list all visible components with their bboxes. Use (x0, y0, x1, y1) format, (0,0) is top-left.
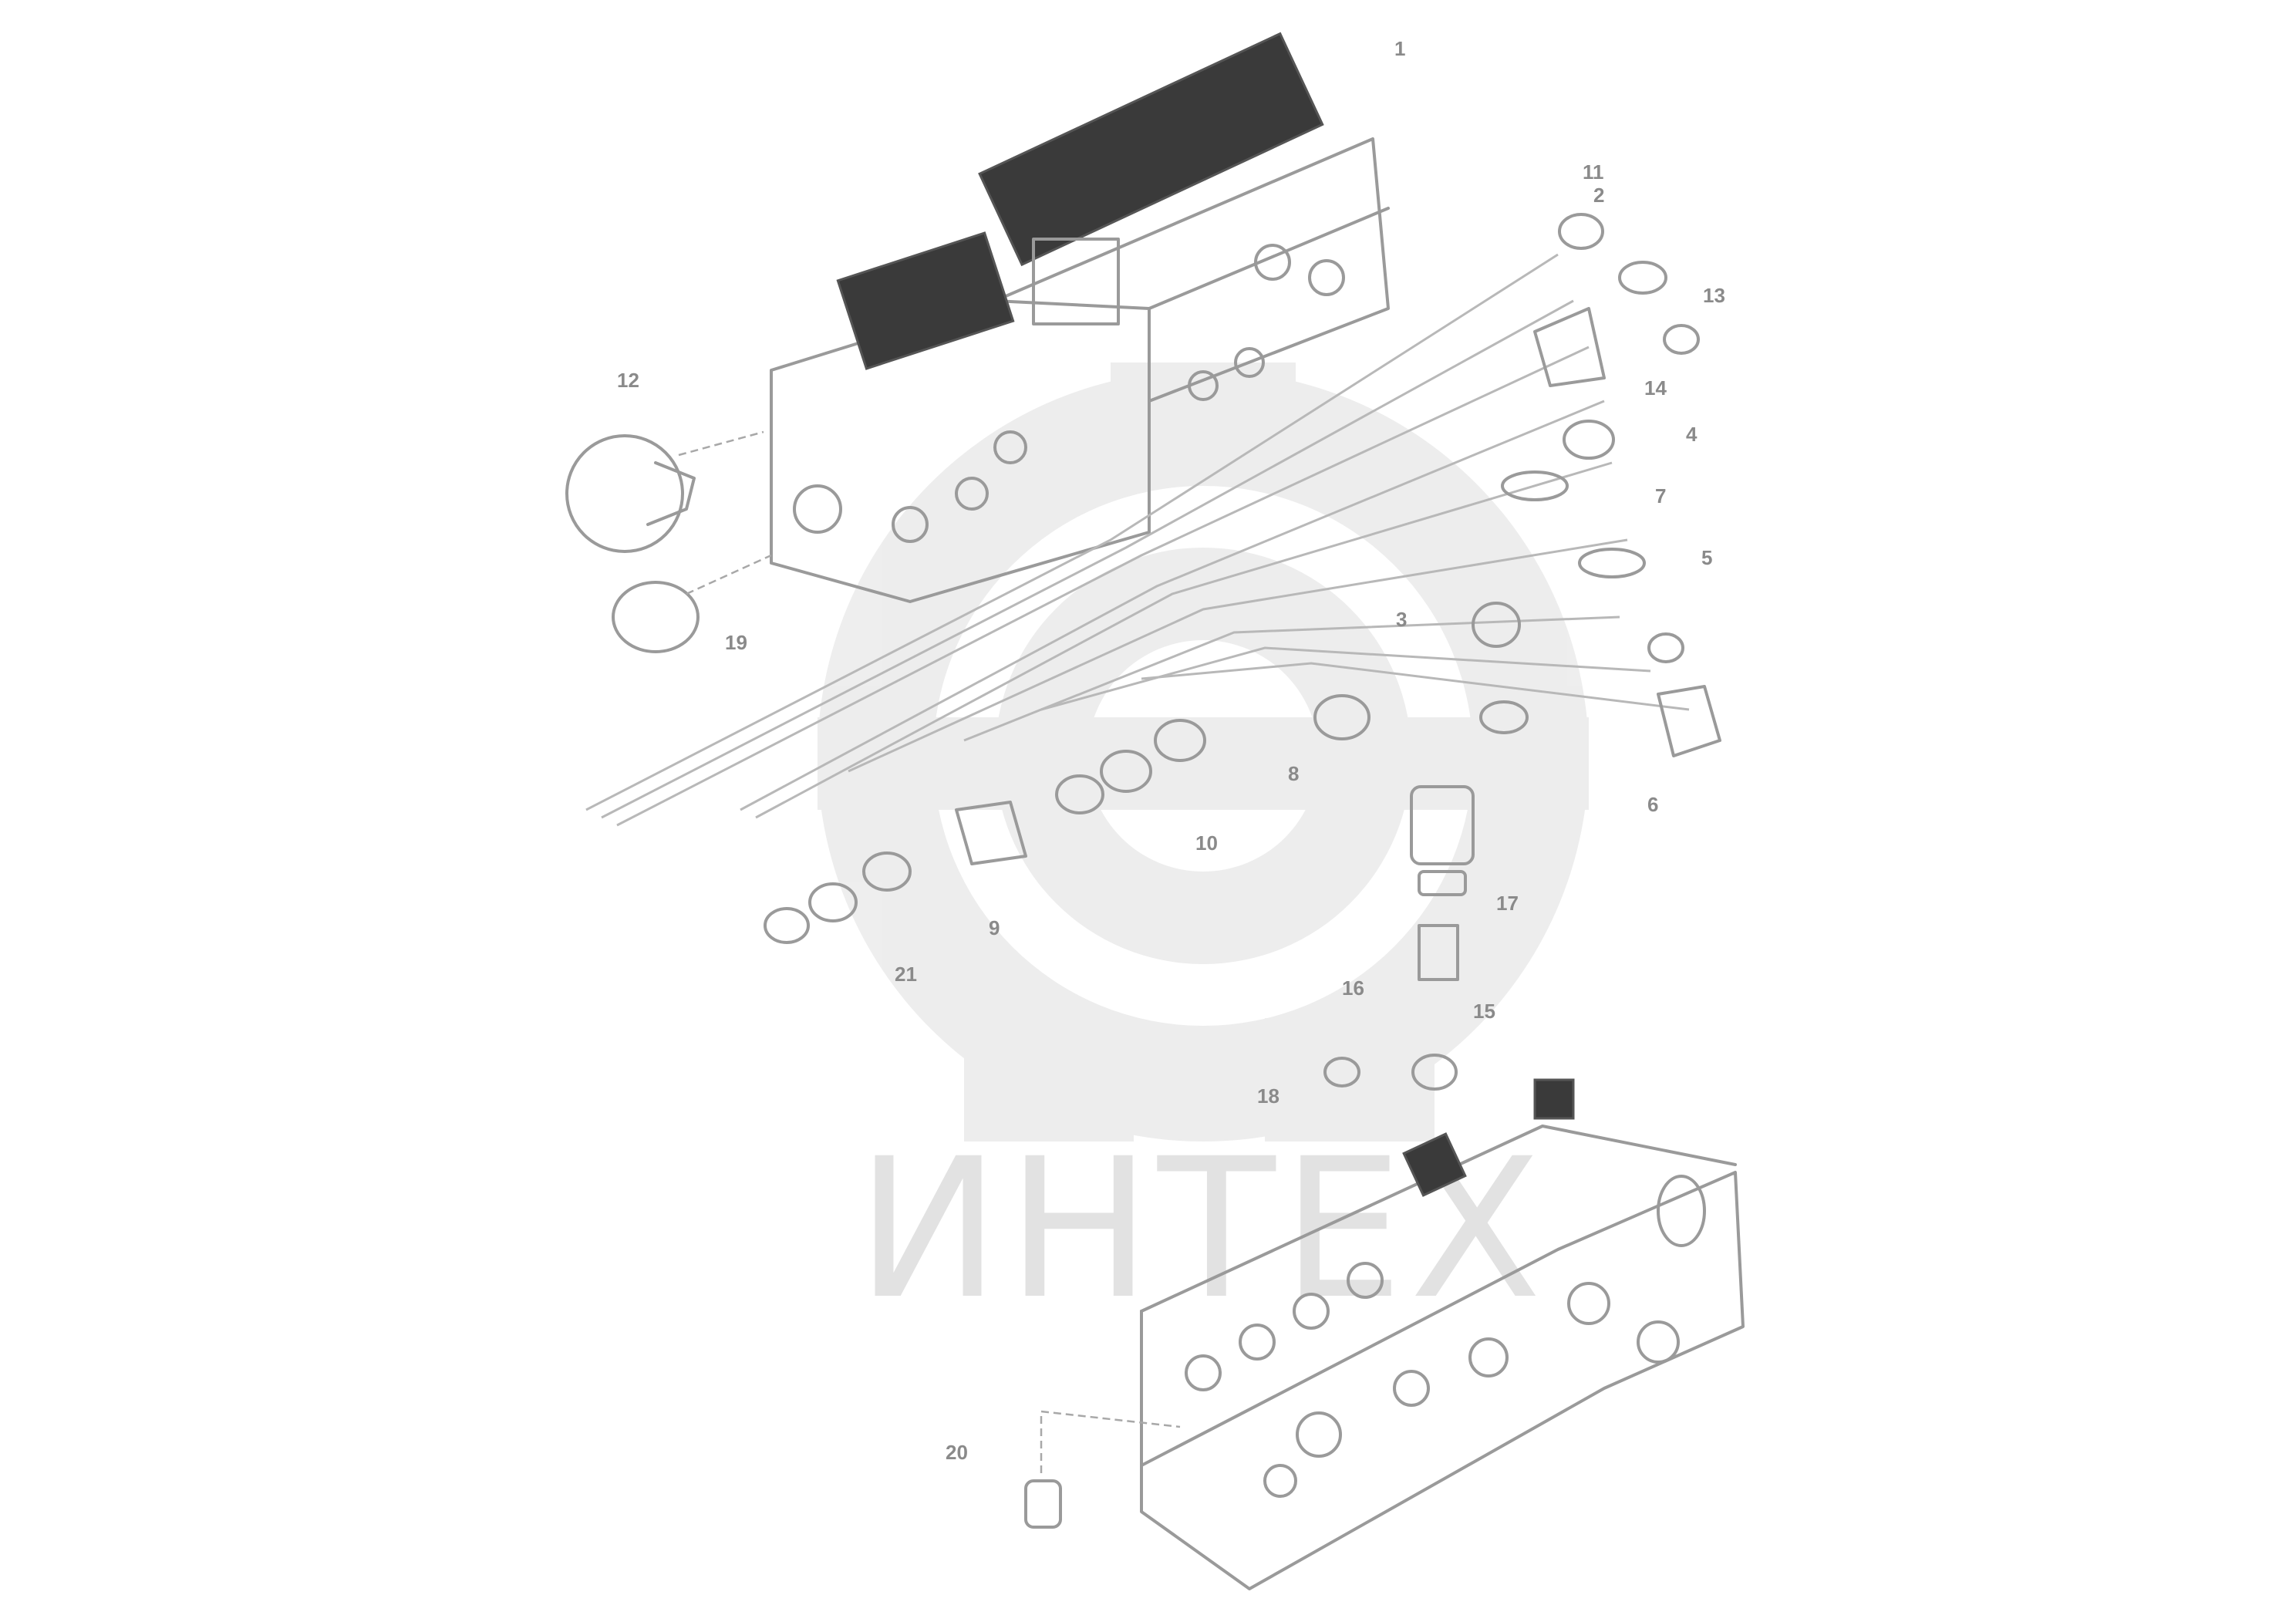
upper-valve-block (770, 32, 1390, 603)
callout-5: 5 (1701, 546, 1712, 569)
callout-8: 8 (1288, 762, 1299, 785)
pipe-runs (585, 253, 1690, 827)
callout-11a: 11 (1583, 160, 1604, 184)
left-fittings (565, 430, 772, 653)
lower-valve-block (1024, 1078, 1745, 1590)
callout-16: 16 (1342, 976, 1364, 1000)
watermark-gear-logo (818, 363, 1589, 1141)
callout-13: 13 (1703, 284, 1725, 307)
callout-21: 21 (895, 963, 917, 986)
callout-10: 10 (1195, 831, 1218, 855)
callout-9: 9 (989, 916, 1000, 939)
callout-4: 4 (1686, 423, 1698, 446)
callout-7: 7 (1655, 484, 1666, 508)
callout-6: 6 (1647, 793, 1658, 816)
vertical-fitting-stack (1323, 785, 1475, 1091)
center-fittings (764, 694, 1371, 944)
callout-1: 1 (1394, 37, 1405, 60)
right-fittings (1472, 213, 1721, 757)
callout-2: 2 (1593, 184, 1604, 207)
callout-17: 17 (1496, 892, 1519, 915)
callout-20: 20 (946, 1441, 968, 1464)
callout-18: 18 (1257, 1084, 1279, 1108)
callout-14: 14 (1644, 376, 1667, 400)
callout-3: 3 (1396, 608, 1407, 631)
callout-12: 12 (617, 369, 639, 392)
callout-15: 15 (1473, 1000, 1495, 1023)
callout-labels: 1 2 11 13 14 4 7 5 3 6 8 10 9 21 12 19 1… (617, 37, 1725, 1464)
callout-19: 19 (725, 631, 747, 654)
